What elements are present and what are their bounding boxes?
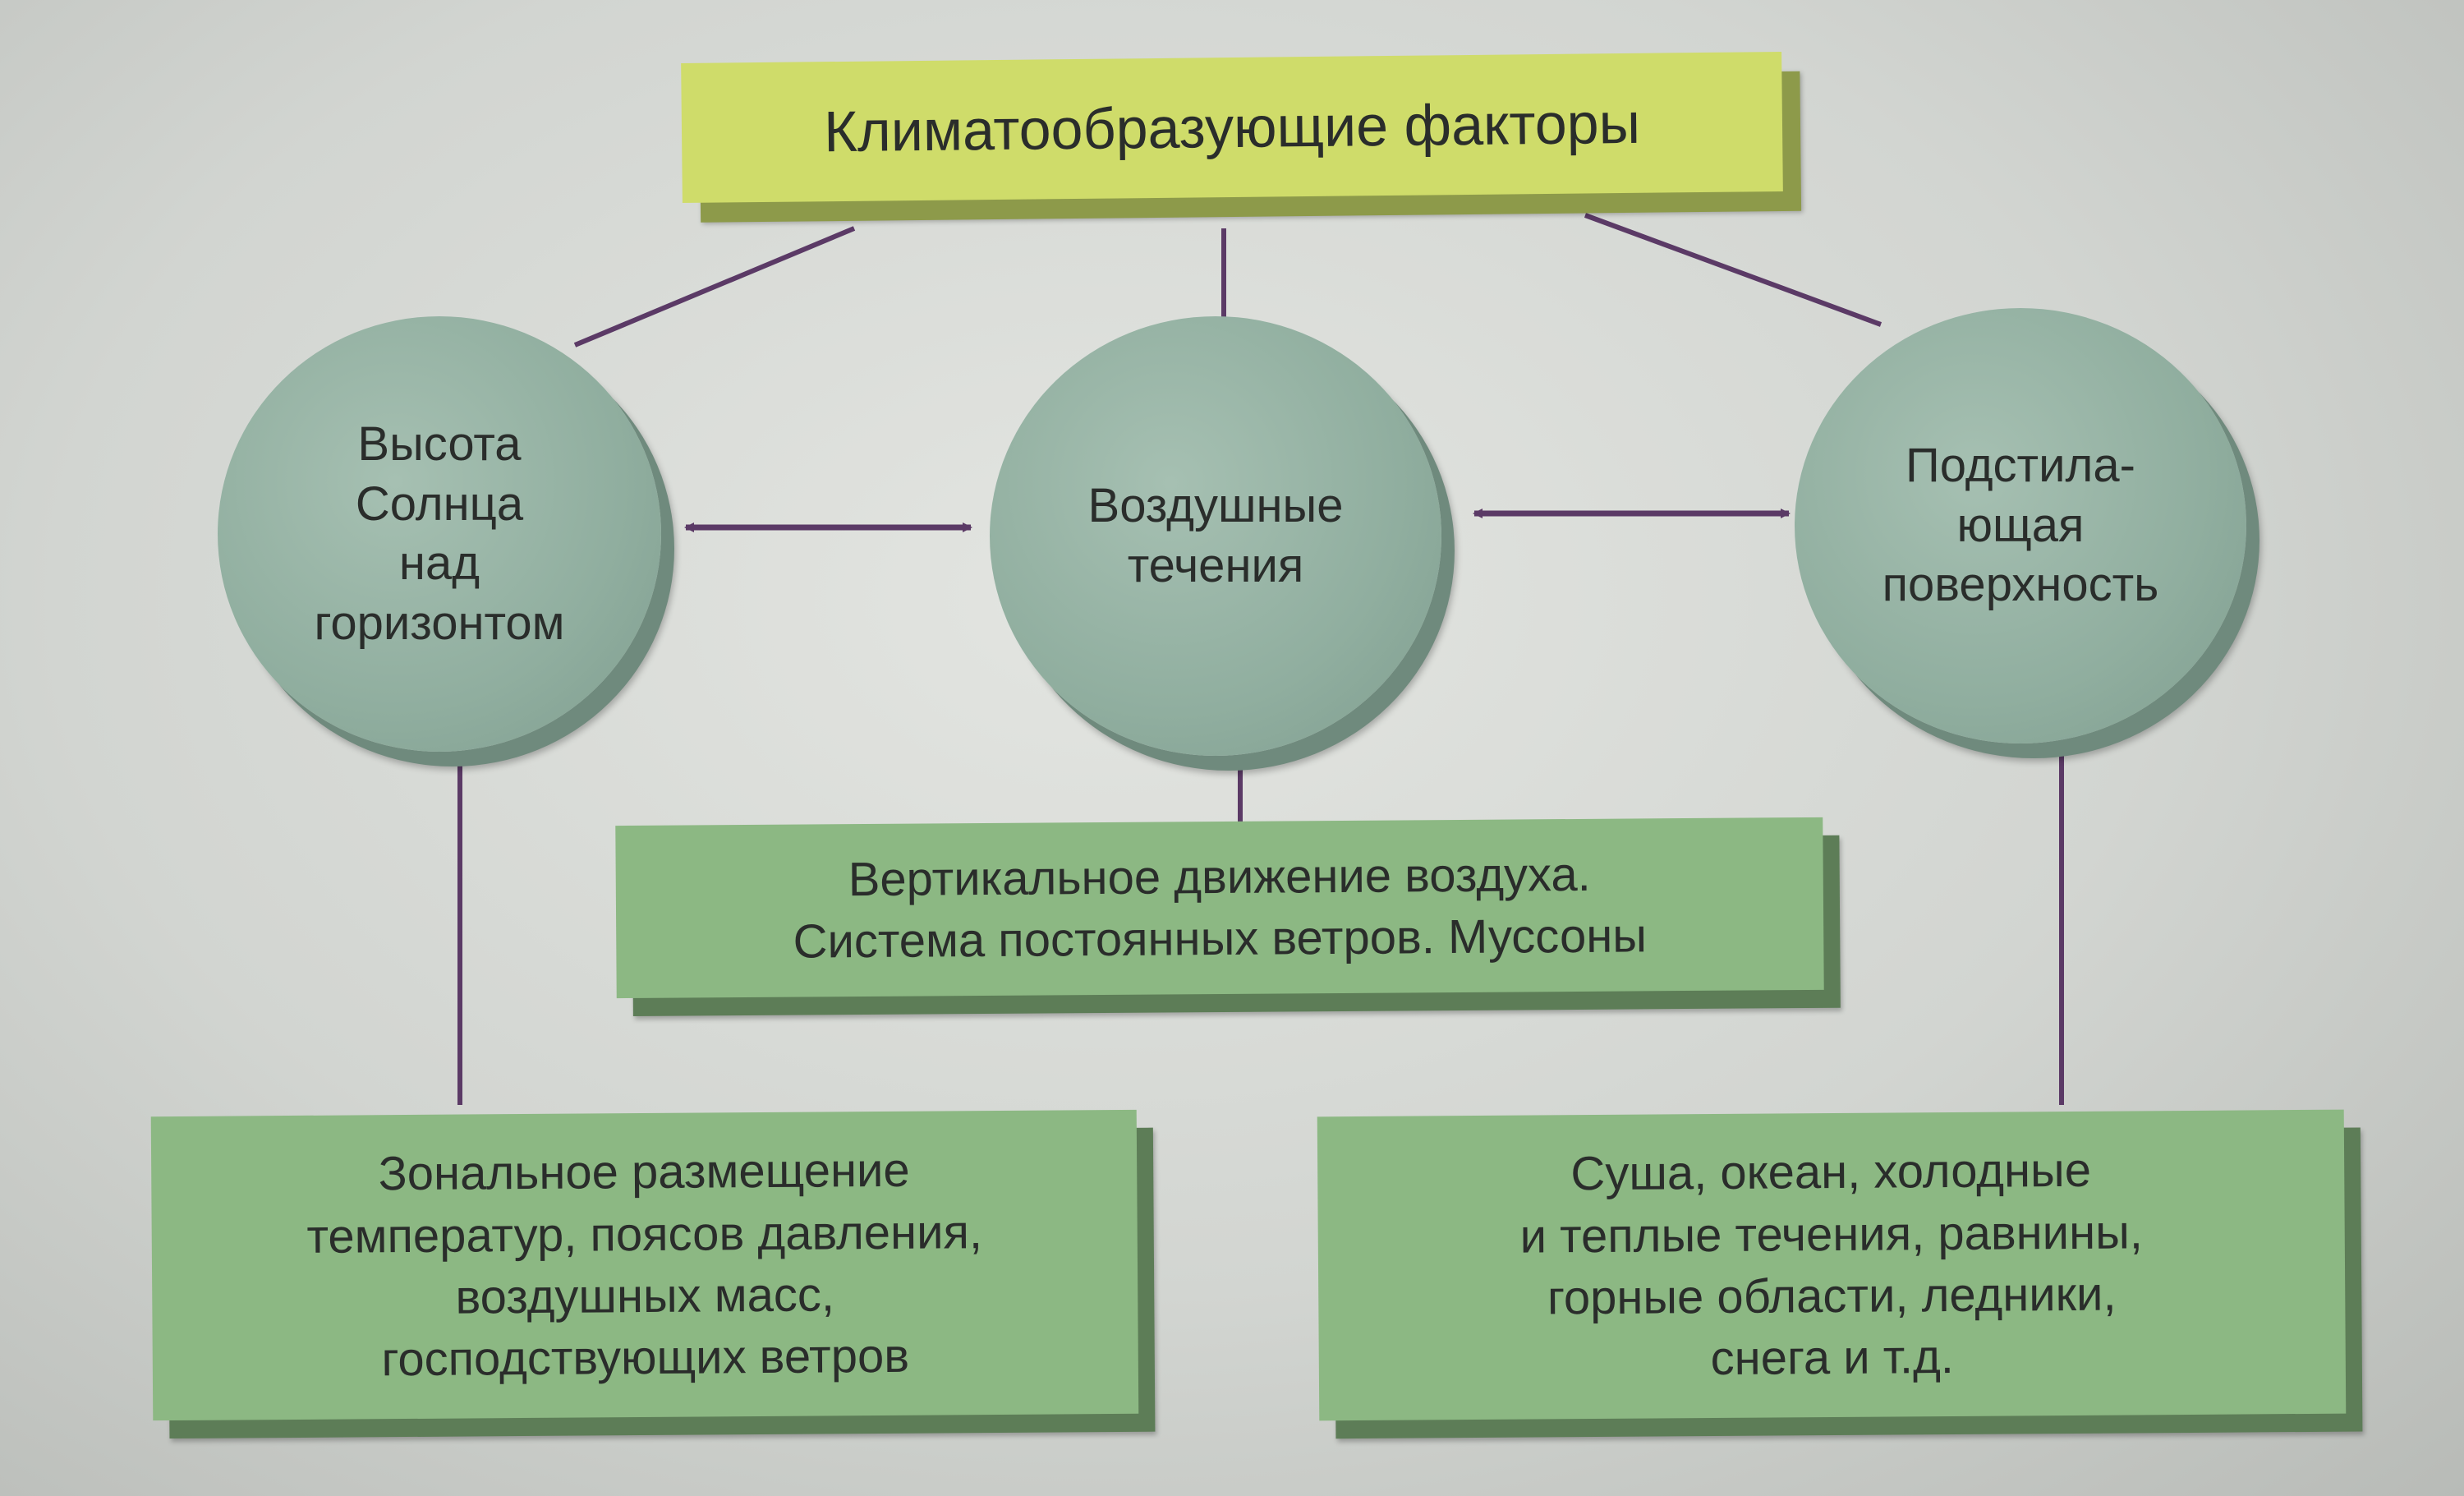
- effect-land-ocean-text: Суша, океан, холодные и теплые течения, …: [1519, 1139, 2144, 1392]
- factor-line: Воздушные: [1087, 479, 1344, 532]
- factor-line: поверхность: [1882, 558, 2159, 612]
- factor-line: Высота: [357, 417, 522, 471]
- factor-line: горизонтом: [314, 596, 565, 650]
- factor-line: Солнца: [355, 476, 524, 531]
- connector-title-to-sun: [573, 226, 856, 348]
- effect-vertical-air-movement-box: Вертикальное движение воздуха. Система п…: [615, 817, 1824, 999]
- factor-air-currents-circle: Воздушные течения: [990, 316, 1441, 756]
- effect-line: господствующих ветров: [381, 1329, 910, 1387]
- effect-line: воздушных масс,: [455, 1268, 835, 1324]
- title-text: Климатообразующие факторы: [823, 90, 1641, 164]
- effect-line: Система постоянных ветров. Муссоны: [793, 909, 1648, 969]
- effect-zonal-distribution-box: Зональное размещение температур, поясов …: [150, 1109, 1139, 1421]
- effect-line: температур, поясов давления,: [306, 1204, 983, 1264]
- effect-line: горные области, ледники,: [1547, 1267, 2117, 1325]
- effect-line: и теплые течения, равнины,: [1519, 1204, 2144, 1264]
- title-box: Климатообразующие факторы: [681, 51, 1783, 204]
- factor-sun-height-label: Высота Солнца над горизонтом: [314, 415, 564, 653]
- effect-zonal-distribution-text: Зональное размещение температур, поясов …: [306, 1139, 984, 1391]
- connector-title-to-surface: [1584, 213, 1882, 327]
- factor-underlying-surface-circle: Подстила- ющая поверхность: [1795, 308, 2246, 743]
- factor-underlying-surface-label: Подстила- ющая поверхность: [1882, 436, 2159, 615]
- factor-sun-height-circle: Высота Солнца над горизонтом: [218, 316, 661, 752]
- effect-vertical-air-movement-text: Вертикальное движение воздуха. Система п…: [793, 843, 1647, 973]
- factor-air-currents-label: Воздушные течения: [1088, 476, 1344, 596]
- factor-line: ющая: [1956, 498, 2085, 552]
- effect-line: Вертикальное движение воздуха.: [848, 847, 1591, 906]
- effect-line: Зональное размещение: [378, 1143, 910, 1201]
- effect-line: снега и т.д.: [1710, 1330, 1955, 1386]
- factor-line: течения: [1127, 538, 1304, 592]
- factor-line: Подстила-: [1905, 439, 2135, 493]
- effect-land-ocean-box: Суша, океан, холодные и теплые течения, …: [1317, 1109, 2347, 1421]
- effect-line: Суша, океан, холодные: [1570, 1144, 2092, 1201]
- factor-line: над: [398, 536, 480, 590]
